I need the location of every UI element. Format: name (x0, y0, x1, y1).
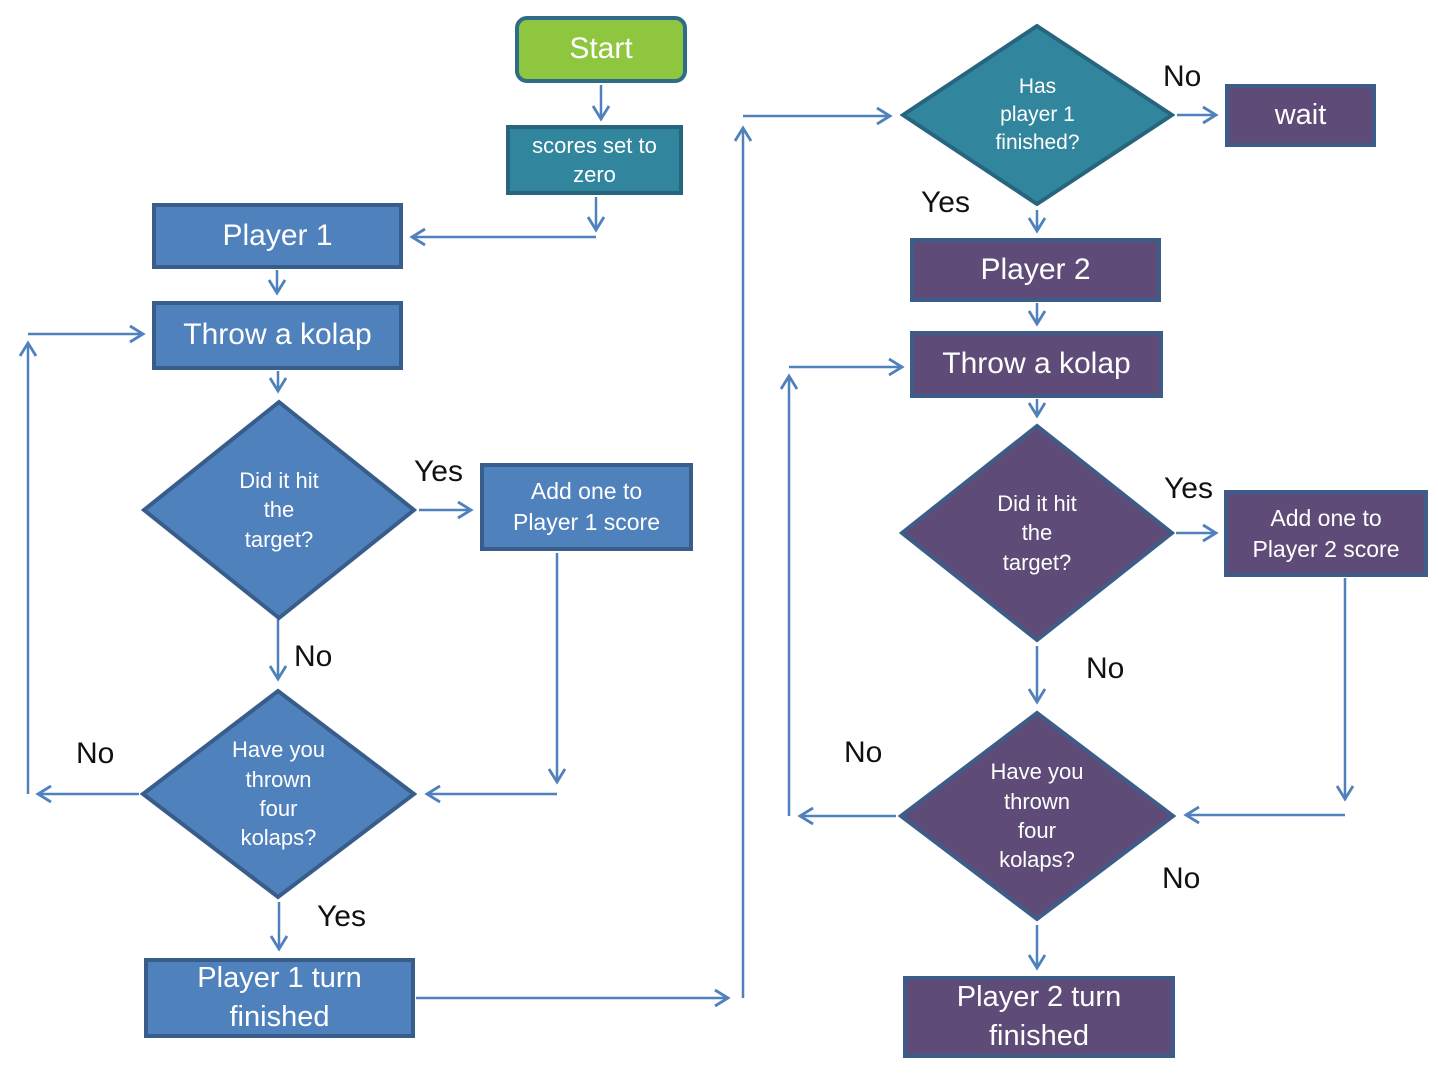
node-start-label: Start (569, 32, 633, 66)
node-turn-finished-1: Player 1 turn finished (144, 958, 415, 1038)
node-wait-label: wait (1274, 99, 1327, 132)
edge-label-four1-no: No (76, 737, 115, 770)
node-throw-kolap-2-label: Throw a kolap (942, 347, 1131, 381)
node-wait: wait (1225, 84, 1376, 147)
node-scores-zero-label: scores set to zero (532, 132, 657, 187)
node-throw-kolap-1: Throw a kolap (152, 301, 403, 370)
node-add-score-2-label: Add one to Player 2 score (1252, 504, 1400, 562)
edge-label-hasfin-yes: Yes (921, 186, 970, 219)
node-throw-kolap-2: Throw a kolap (910, 331, 1163, 398)
node-add-score-1-label: Add one to Player 1 score (512, 478, 660, 535)
node-scores-zero: scores set to zero (506, 125, 683, 195)
decision-has-player1-finished-label: Has player 1 finished? (995, 74, 1080, 155)
node-throw-kolap-1-label: Throw a kolap (183, 318, 372, 352)
diamond-shape (899, 423, 1175, 643)
decision-did-hit-1-label: Did it hit the target? (239, 467, 319, 552)
diamond-shape (141, 399, 417, 621)
node-player1: Player 1 (152, 203, 403, 269)
edge-label-four2-no-bottom: No (1162, 862, 1201, 895)
decision-four-kolaps-1-label: Have you thrown four kolaps? (232, 737, 325, 851)
node-add-score-2: Add one to Player 2 score (1224, 490, 1428, 577)
edge-label-hit1-yes: Yes (414, 455, 463, 488)
decision-did-hit-1: Did it hit the target? (141, 399, 417, 621)
node-player2-label: Player 2 (980, 252, 1091, 286)
decision-has-player1-finished: Has player 1 finished? (900, 24, 1175, 206)
node-turn-finished-2-label: Player 2 turn finished (956, 981, 1122, 1052)
node-turn-finished-1-label: Player 1 turn finished (197, 962, 362, 1033)
edge-label-four2-no-left: No (844, 736, 883, 769)
edge-label-hit2-no: No (1086, 652, 1125, 685)
diamond-shape (900, 24, 1175, 206)
edge-label-hit1-no: No (294, 640, 333, 673)
decision-four-kolaps-2: Have you thrown four kolaps? (898, 710, 1176, 922)
node-start: Start (515, 16, 687, 83)
node-player2: Player 2 (910, 238, 1161, 302)
decision-four-kolaps-1: Have you thrown four kolaps? (140, 688, 417, 900)
decision-did-hit-2: Did it hit the target? (899, 423, 1175, 643)
diamond-shape (140, 688, 417, 900)
edge-label-hasfin-no: No (1163, 60, 1202, 93)
decision-did-hit-2-label: Did it hit the target? (997, 490, 1077, 575)
node-add-score-1: Add one to Player 1 score (480, 463, 693, 551)
edge-label-hit2-yes: Yes (1164, 472, 1213, 505)
edge-label-four1-yes: Yes (317, 900, 366, 933)
node-player1-label: Player 1 (222, 218, 333, 252)
decision-four-kolaps-2-label: Have you thrown four kolaps? (990, 759, 1084, 873)
node-turn-finished-2: Player 2 turn finished (903, 976, 1175, 1058)
diamond-shape (898, 710, 1176, 922)
